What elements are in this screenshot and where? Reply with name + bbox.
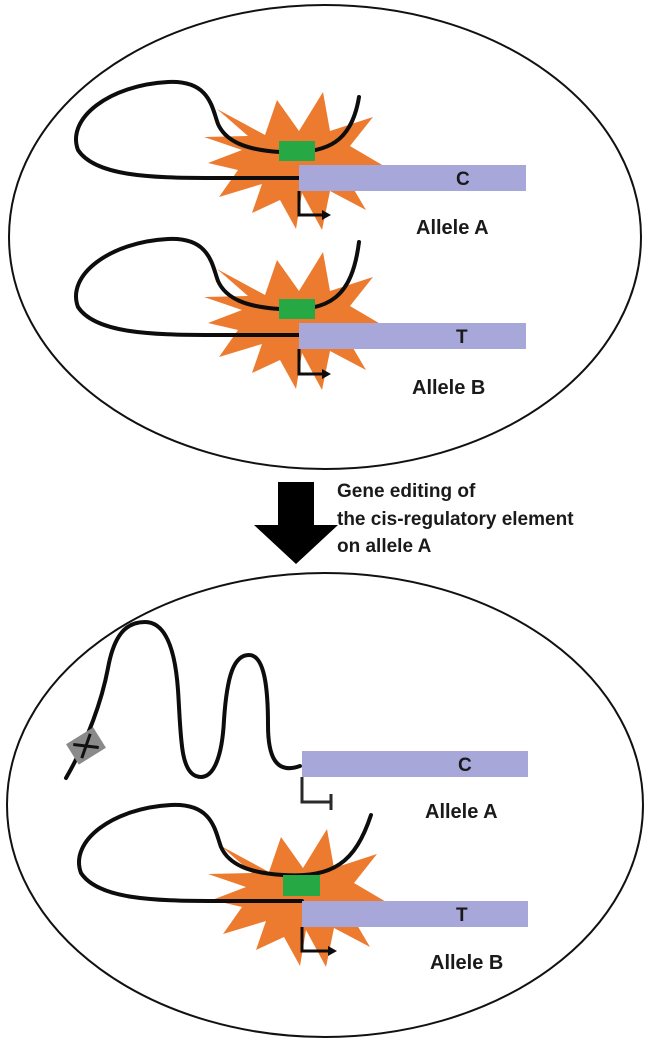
- top-cell: C Allele A T Allele B: [8, 4, 642, 470]
- bottom-allele-a-edited: C Allele A: [64, 620, 528, 823]
- bottom-allele-b: T Allele B: [77, 802, 528, 974]
- snp-base-label: C: [456, 169, 470, 190]
- transcription-arrowhead-icon: [322, 369, 331, 379]
- allele-label: Allele A: [416, 217, 489, 239]
- allele-label: Allele A: [425, 801, 498, 823]
- snp-base-label: C: [458, 755, 472, 776]
- top-allele-a: C Allele A: [74, 79, 526, 239]
- top-cell-outline: [8, 4, 642, 470]
- enhancer-element: [279, 141, 315, 161]
- unlooped-chromatin: [64, 620, 302, 780]
- enhancer-element: [279, 299, 315, 319]
- enhancer-element: [283, 875, 320, 896]
- transcription-start-arrow: [297, 349, 324, 376]
- blocked-transcription-symbol: [300, 777, 330, 804]
- allele-label: Allele B: [430, 952, 503, 974]
- gene-bar: [299, 165, 526, 191]
- caption-line-1: Gene editing of: [337, 481, 476, 502]
- snp-base-label: T: [456, 905, 468, 926]
- activator-starburst: [208, 829, 388, 967]
- top-allele-b: T Allele B: [74, 236, 526, 399]
- gene-bar: [302, 751, 528, 777]
- deleted-element-icon: [66, 727, 106, 765]
- bottom-cell-outline: [6, 572, 644, 1038]
- snp-base-label: T: [456, 327, 468, 348]
- caption-line-2: the cis-regulatory element: [337, 509, 574, 530]
- gene-bar: [299, 323, 526, 349]
- caption-line-3: on allele A: [337, 536, 432, 557]
- bottom-cell: C Allele A T Allele B: [6, 572, 644, 1038]
- gene-bar: [302, 901, 528, 927]
- down-arrow-icon: [254, 482, 338, 564]
- transcription-arrowhead-icon: [322, 210, 331, 220]
- activator-starburst: [204, 252, 384, 390]
- transcription-start-arrow: [297, 191, 324, 217]
- gene-editing-step: Gene editing of the cis-regulatory eleme…: [254, 481, 574, 564]
- transcription-arrowhead-icon: [328, 946, 337, 956]
- allele-label: Allele B: [412, 377, 485, 399]
- transcription-start-arrow: [300, 927, 330, 953]
